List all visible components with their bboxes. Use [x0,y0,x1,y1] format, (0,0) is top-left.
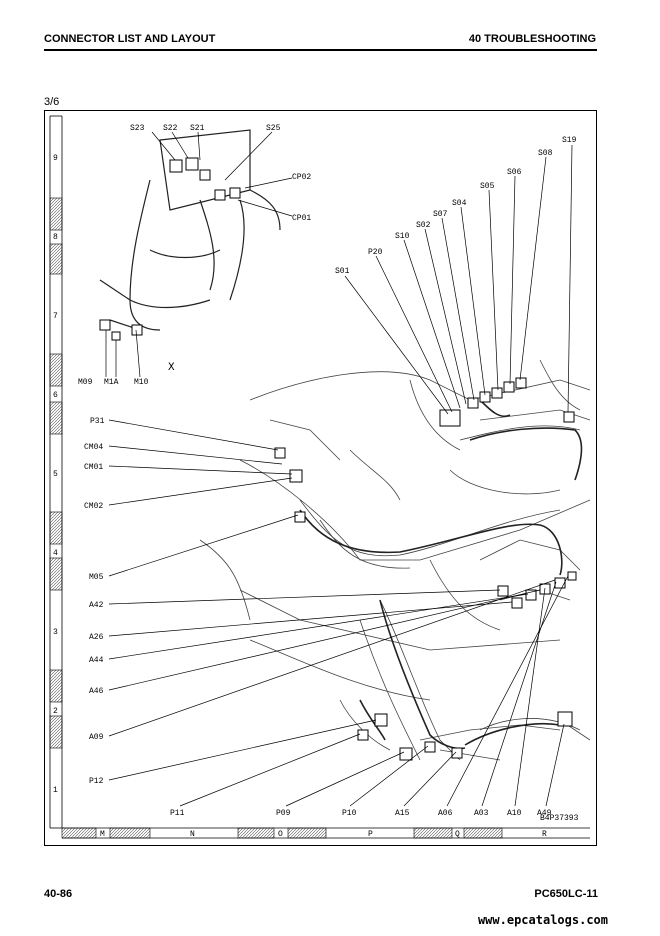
connector-label-a09: A09 [89,733,104,742]
connector-label-p31: P31 [90,417,105,426]
column-label: M [100,830,105,839]
connector-label-cm01: CM01 [84,463,103,472]
connector-label-s02: S02 [416,221,431,230]
row-label: 9 [53,154,58,163]
connector-label-s01: S01 [335,267,350,276]
watermark-link[interactable]: www.epcatalogs.com [477,913,608,927]
connector-label-s19: S19 [562,136,577,145]
connector-label-a44: A44 [89,656,104,665]
column-label: Q [455,830,460,839]
connector-label-s23: S23 [130,124,145,133]
column-index-strip [61,827,590,839]
footer-page-number: 40-86 [44,888,73,900]
connector-label-cm04: CM04 [84,443,103,452]
cab-harness [99,129,281,331]
connector-label-p09: P09 [276,809,291,818]
connector-label-s04: S04 [452,199,467,208]
row-label: 3 [53,628,58,637]
leader-lines [105,131,573,807]
connector-label-s07: S07 [433,210,448,219]
column-label: P [368,830,373,839]
connector-label-cp01: CP01 [292,214,311,223]
connector-label-s22: S22 [163,124,178,133]
connector-label-a10: A10 [507,809,522,818]
diagram-frame [44,110,597,846]
connector-blocks [99,157,577,761]
connector-label-a03: A03 [474,809,489,818]
connector-label-m1a: M1A [104,378,119,387]
connector-label-a49: A49 [537,809,552,818]
connector-label-s10: S10 [395,232,410,241]
harness-main [299,399,583,750]
column-label: R [542,830,547,839]
page-indicator: 3/6 [44,96,60,108]
figure-reference: B4P37393 [540,814,579,823]
footer-model: PC650LC-11 [534,888,598,900]
header-rule [44,49,597,51]
header-left-title: CONNECTOR LIST AND LAYOUT [44,33,216,45]
column-label: O [278,830,283,839]
row-label: 7 [53,312,58,321]
connector-label-a42: A42 [89,601,104,610]
connector-label-a06: A06 [438,809,453,818]
connector-label-m09: M09 [78,378,93,387]
connector-label-cp02: CP02 [292,173,311,182]
connector-label-s06: S06 [507,168,522,177]
connector-label-p11: P11 [170,809,185,818]
connector-label-a26: A26 [89,633,104,642]
connector-label-s05: S05 [480,182,495,191]
row-label: 1 [53,786,58,795]
connector-label-p20: P20 [368,248,383,257]
column-labels: M N O P Q R [100,830,547,839]
row-index-strip [49,115,63,829]
row-labels: 9 8 7 6 5 4 3 2 1 [53,154,58,795]
connector-label-p10: P10 [342,809,357,818]
column-label: N [190,830,195,839]
connector-label-m05: M05 [89,573,104,582]
connector-label-s25: S25 [266,124,281,133]
connector-label-x: X [168,362,175,374]
connector-label-a15: A15 [395,809,410,818]
row-label: 8 [53,233,58,242]
connector-label-m10: M10 [134,378,149,387]
connector-label-cm02: CM02 [84,502,103,511]
header-right-title: 40 TROUBLESHOOTING [468,33,596,45]
connector-label-a46: A46 [89,687,104,696]
connector-label-s21: S21 [190,124,205,133]
row-label: 2 [53,707,58,716]
machine-drawing [199,359,591,761]
row-label: 5 [53,470,58,479]
row-label: 4 [53,549,58,558]
row-label: 6 [53,391,58,400]
connector-label-s08: S08 [538,149,553,158]
connector-label-p12: P12 [89,777,104,786]
